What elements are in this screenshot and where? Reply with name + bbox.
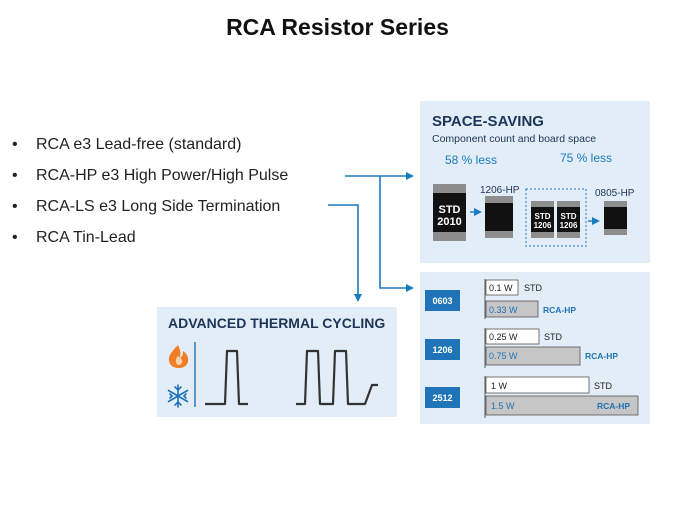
chip-label: 2010 bbox=[437, 216, 461, 228]
reduction-right: 75 % less bbox=[560, 151, 612, 165]
thermal-waveform-single bbox=[205, 349, 248, 406]
chip-0805-hp-label: 0805-HP bbox=[595, 188, 635, 199]
size-label: 1206 bbox=[432, 345, 452, 355]
hp-bar bbox=[485, 346, 581, 366]
list-item-text: RCA-HP e3 High Power/High Pulse bbox=[36, 167, 289, 184]
hp-bar bbox=[485, 395, 639, 416]
chip-label: STD bbox=[535, 212, 551, 221]
bullet-marker: • bbox=[12, 198, 18, 215]
chip-1206-hp bbox=[485, 196, 513, 238]
std-label: STD bbox=[544, 332, 563, 342]
size-label: 2512 bbox=[432, 393, 452, 403]
chip-std-2010: STD 2010 bbox=[433, 184, 466, 241]
list-item-text: RCA Tin-Lead bbox=[36, 229, 136, 246]
reduction-left: 58 % less bbox=[445, 153, 497, 167]
chip-label: 1206 bbox=[560, 221, 578, 230]
size-badge bbox=[425, 290, 460, 311]
list-item: • RCA Tin-Lead bbox=[12, 222, 288, 253]
chip-std-1206-b: STD 1206 bbox=[557, 201, 580, 238]
std-label: STD bbox=[524, 283, 543, 293]
thermal-cycling-panel bbox=[157, 307, 397, 417]
power-row-2512: 2512 1 W STD 1.5 W RCA-HP bbox=[425, 376, 639, 418]
chip-label: STD bbox=[561, 212, 577, 221]
chip-0805-hp bbox=[604, 201, 627, 235]
chip-1206-hp-label: 1206-HP bbox=[480, 185, 520, 196]
list-item: • RCA e3 Lead-free (standard) bbox=[12, 129, 288, 160]
bullet-marker: • bbox=[12, 136, 18, 153]
list-item: • RCA-HP e3 High Power/High Pulse bbox=[12, 160, 288, 191]
chip-label: 1206 bbox=[534, 221, 552, 230]
list-item: • RCA-LS e3 Long Side Termination bbox=[12, 191, 288, 222]
hp-value: 0.75 W bbox=[489, 351, 518, 361]
hp-value: 0.33 W bbox=[489, 305, 518, 315]
hp-label: RCA-HP bbox=[585, 351, 618, 361]
power-row-0603: 0603 0.1 W STD 0.33 W RCA-HP bbox=[425, 279, 576, 319]
hp-label: RCA-HP bbox=[597, 401, 630, 411]
snowflake-icon bbox=[167, 384, 189, 408]
feature-list: • RCA e3 Lead-free (standard) • RCA-HP e3 … bbox=[12, 129, 288, 253]
connector-ls-to-thermal bbox=[328, 204, 362, 302]
comparison-box bbox=[525, 188, 587, 247]
std-label: STD bbox=[594, 381, 613, 391]
std-value: 1 W bbox=[491, 381, 508, 391]
space-saving-subheading: Component count and board space bbox=[432, 133, 596, 145]
std-bar bbox=[485, 376, 590, 394]
chip-std-1206-a: STD 1206 bbox=[531, 201, 554, 238]
list-item-text: RCA-LS e3 Long Side Termination bbox=[36, 198, 281, 215]
size-badge bbox=[425, 387, 460, 408]
std-value: 0.1 W bbox=[489, 283, 513, 293]
bullet-marker: • bbox=[12, 167, 18, 184]
size-label: 0603 bbox=[432, 296, 452, 306]
hp-bar bbox=[485, 300, 539, 318]
thermal-heading: ADVANCED THERMAL CYCLING bbox=[168, 315, 385, 331]
std-bar bbox=[485, 279, 519, 296]
list-item-text: RCA e3 Lead-free (standard) bbox=[36, 136, 242, 153]
space-saving-heading: SPACE-SAVING bbox=[432, 113, 544, 130]
flame-icon bbox=[168, 345, 189, 368]
page-title: RCA Resistor Series bbox=[226, 14, 449, 40]
thermal-waveform-double bbox=[296, 349, 378, 406]
hp-label: RCA-HP bbox=[543, 305, 576, 315]
connector-hp-to-power bbox=[379, 176, 414, 292]
power-row-1206: 1206 0.25 W STD 0.75 W RCA-HP bbox=[425, 328, 618, 368]
bullet-marker: • bbox=[12, 229, 18, 246]
chip-label: STD bbox=[439, 204, 461, 216]
std-value: 0.25 W bbox=[489, 332, 518, 342]
std-bar bbox=[485, 328, 540, 345]
size-badge bbox=[425, 339, 460, 360]
hp-value: 1.5 W bbox=[491, 401, 515, 411]
